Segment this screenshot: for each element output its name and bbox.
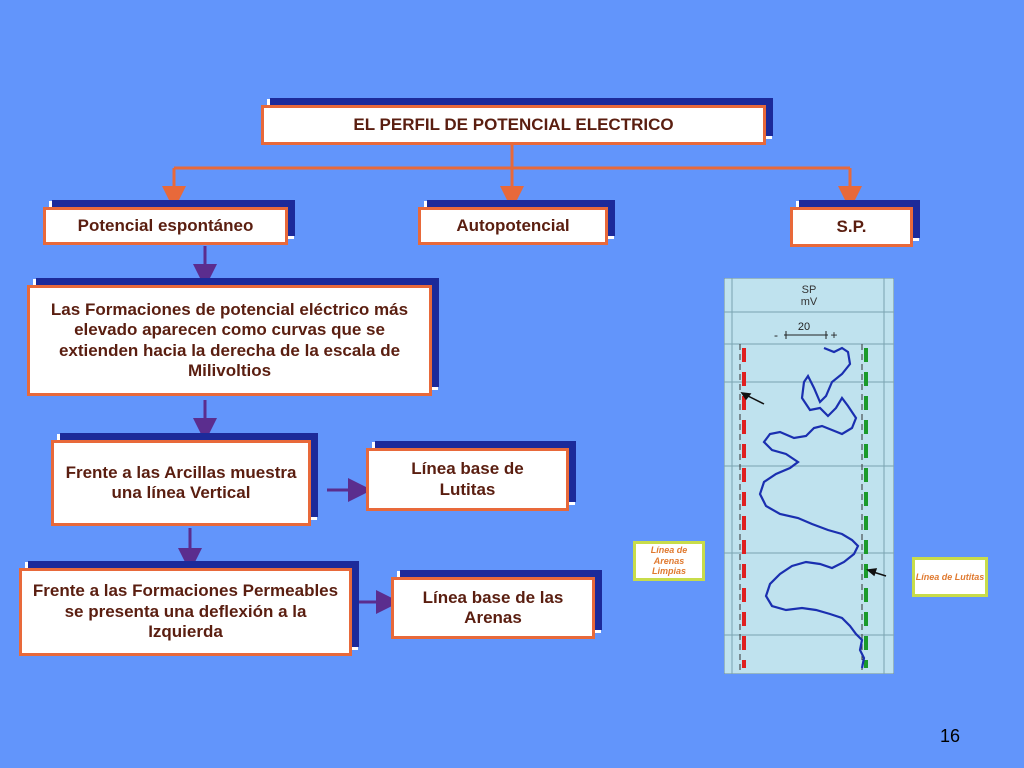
potencial-espontaneo-box: Potencial espontáneo [43, 207, 288, 245]
page-number: 16 [940, 726, 961, 746]
title-to-branches-connector [162, 145, 862, 210]
sp-curve-pointer-arrows [740, 392, 887, 577]
arcillas-text: Frente a las Arcillas muestra una línea … [65, 462, 297, 502]
lutitas-base-text: Línea base de Lutitas [411, 459, 524, 499]
page-title: EL PERFIL DE POTENCIAL ELECTRICO [353, 114, 674, 134]
sp-log-header-mv: mV [801, 296, 818, 308]
permeables-text: Frente a las Formaciones Permeables se p… [32, 581, 339, 642]
sp-curve [758, 346, 866, 669]
sp-log-scale-value: 20 [798, 321, 810, 333]
autopotencial-label: Autopotencial [456, 215, 570, 235]
sp-label: S.P. [836, 216, 867, 236]
sp-log-header-sp: SP [802, 284, 817, 296]
lutitas-base-box: Línea base de Lutitas [366, 448, 569, 511]
arenas-base-box: Línea base de las Arenas [391, 577, 595, 639]
descripcion-text: Las Formaciones de potencial eléctrico m… [50, 299, 409, 380]
sp-log-scale-bar [784, 331, 828, 339]
potencial-espontaneo-label: Potencial espontáneo [77, 215, 254, 235]
sp-log-scale-plus: + [830, 328, 837, 342]
sp-log-panel: SP mV 20 - + [724, 278, 894, 674]
arenas-limpias-label: Línea de Arenas Limpias [633, 541, 705, 581]
lutitas-label: Línea de Lutitas [912, 557, 988, 597]
autopotencial-box: Autopotencial [418, 207, 608, 245]
title-box: EL PERFIL DE POTENCIAL ELECTRICO [261, 105, 766, 145]
descripcion-box: Las Formaciones de potencial eléctrico m… [27, 285, 432, 396]
arcillas-box: Frente a las Arcillas muestra una línea … [51, 440, 311, 526]
sp-log-scale-minus: - [774, 328, 778, 342]
sp-box: S.P. [790, 207, 913, 247]
arenas-base-text: Línea base de las Arenas [422, 587, 564, 627]
permeables-box: Frente a las Formaciones Permeables se p… [19, 568, 352, 656]
